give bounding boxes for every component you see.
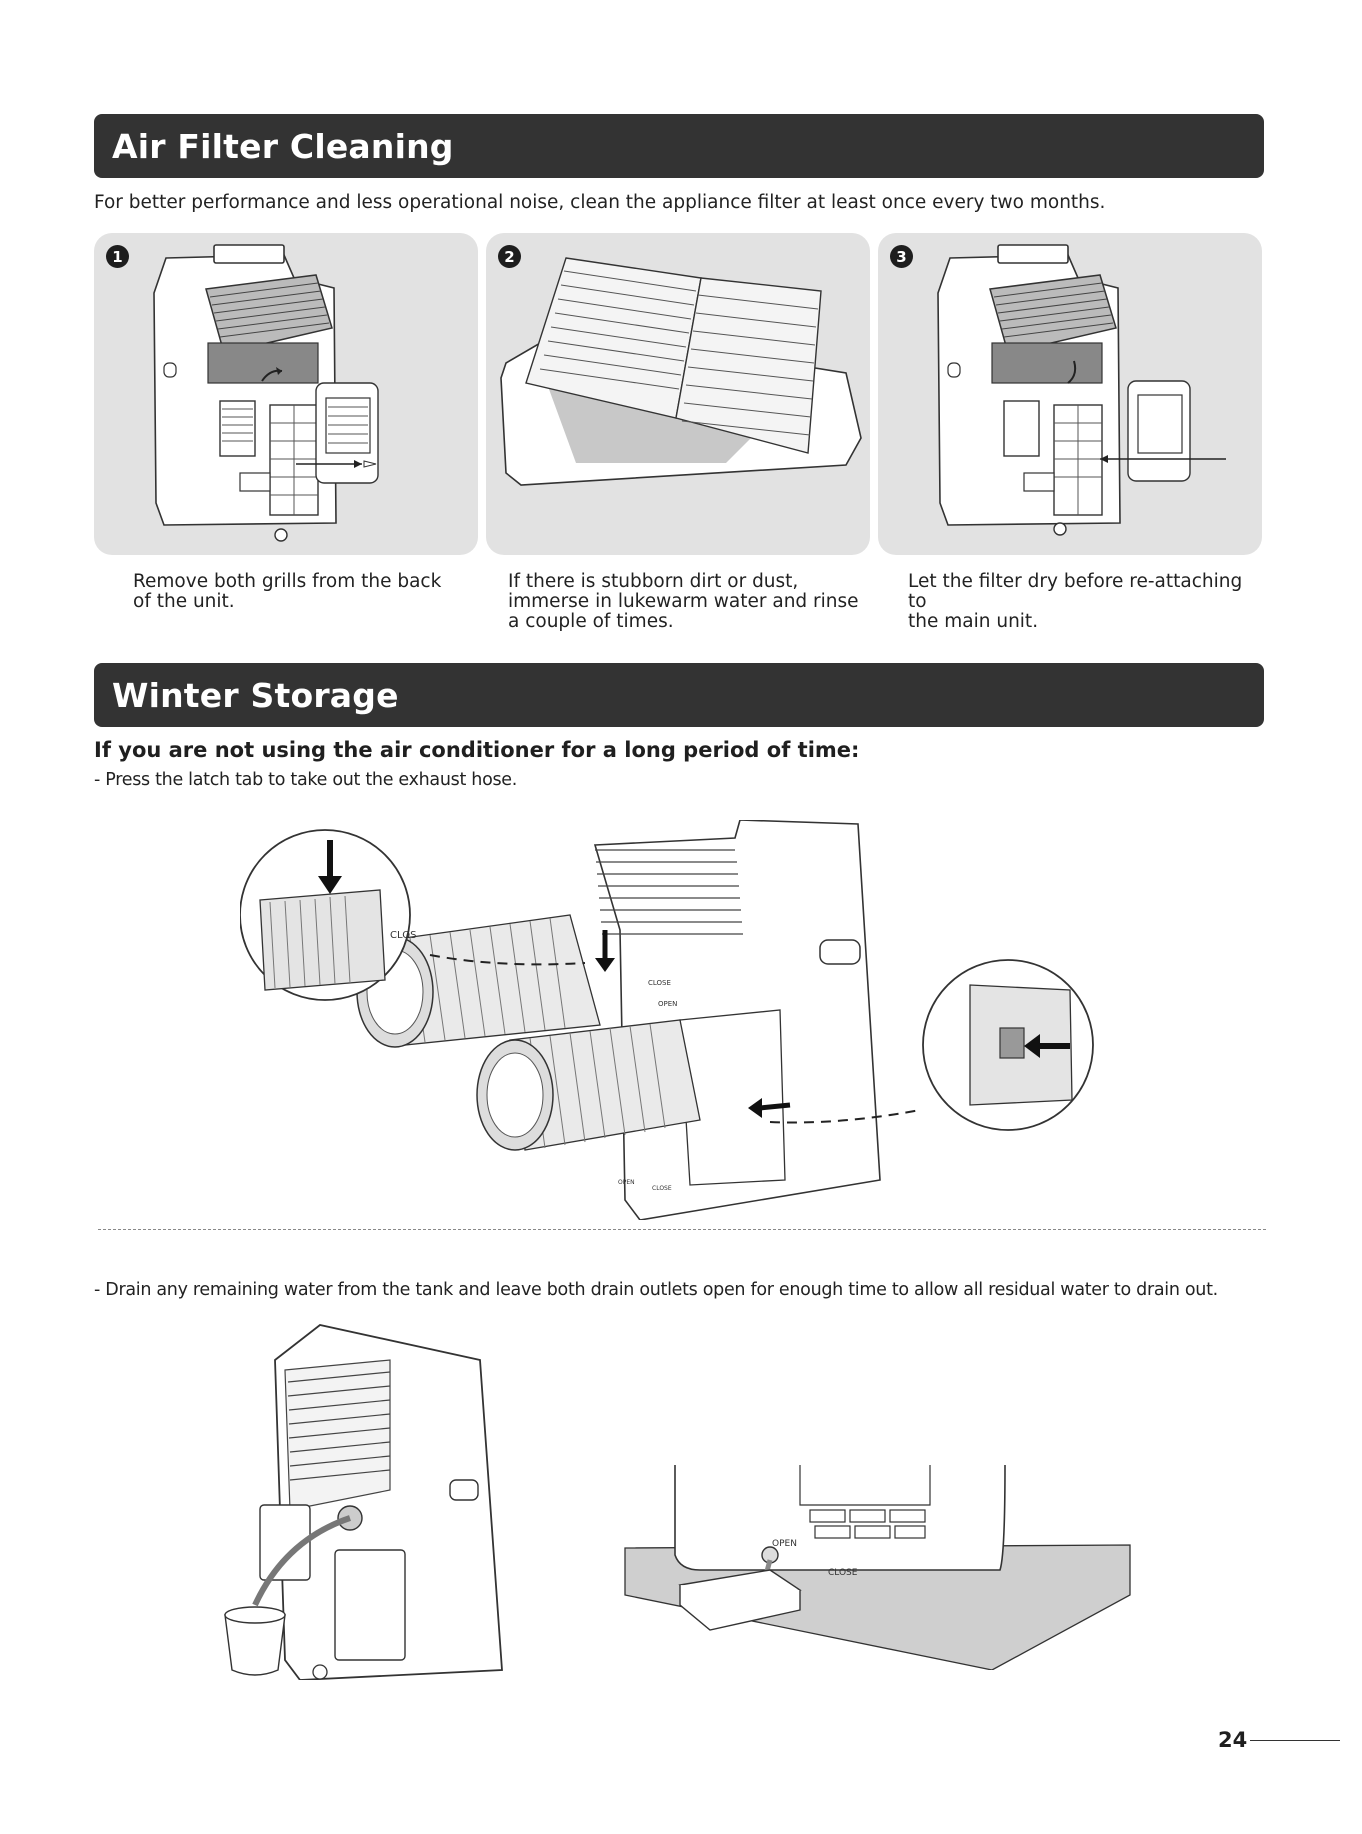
step-panel-3: 3 [878, 233, 1262, 555]
caption-line: the main unit. [908, 611, 1039, 632]
page-number-rule [1250, 1740, 1340, 1741]
open-label: OPEN [658, 1000, 677, 1008]
section-divider [98, 1229, 1266, 1230]
caption-line: If there is stubborn dirt or dust, [508, 571, 799, 592]
caption-line: Remove both grills from the back [133, 571, 442, 592]
section-title-air-filter: Air Filter Cleaning [94, 114, 1264, 178]
bullet-exhaust-hose: - Press the latch tab to take out the ex… [94, 770, 518, 790]
open-label-bottom: OPEN [618, 1179, 635, 1186]
unit-draining-into-bucket-illustration [224, 1324, 503, 1680]
caption-line: immerse in lukewarm water and rinse [508, 591, 859, 612]
caption-line: of the unit. [133, 591, 235, 612]
step-number-badge: 3 [890, 245, 913, 268]
step-number-badge: 2 [498, 245, 521, 268]
winter-subheading: If you are not using the air conditioner… [94, 738, 860, 762]
caption-line: a couple of times. [508, 611, 674, 632]
winter-storage-title: Winter Storage [112, 675, 399, 715]
open-label: OPEN [772, 1539, 797, 1549]
grills-washing-illustration [500, 257, 862, 486]
unit-rear-grills-removed-illustration [153, 244, 379, 542]
exhaust-hose-removal-illustration: CLOS CLOSE OPEN OPEN CLOSE [240, 820, 1094, 1220]
clos-label: CLOS [390, 930, 416, 941]
unit-rear-grills-reattach-illustration [937, 244, 1226, 536]
close-label: CLOSE [828, 1568, 858, 1578]
air-filter-intro: For better performance and less operatio… [94, 192, 1106, 213]
drain-outlet-into-tray-illustration: OPEN CLOSE [624, 1464, 1131, 1670]
step-caption-3: Let the filter dry before re-attaching t… [908, 572, 1258, 632]
caption-line: Let the filter dry before re-attaching t… [908, 571, 1243, 612]
step-caption-2: If there is stubborn dirt or dust, immer… [508, 572, 868, 632]
close-label: CLOSE [648, 979, 671, 987]
bullet-drain-water: - Drain any remaining water from the tan… [94, 1280, 1218, 1300]
section-title-winter-storage: Winter Storage [94, 663, 1264, 727]
step-panel-1: 1 [94, 233, 478, 555]
page-number: 24 [1218, 1728, 1248, 1752]
close-label-bottom: CLOSE [652, 1185, 672, 1192]
air-filter-title: Air Filter Cleaning [112, 126, 454, 166]
step-panel-2: 2 [486, 233, 870, 555]
step-caption-1: Remove both grills from the back of the … [133, 572, 493, 612]
step-number-badge: 1 [106, 245, 129, 268]
